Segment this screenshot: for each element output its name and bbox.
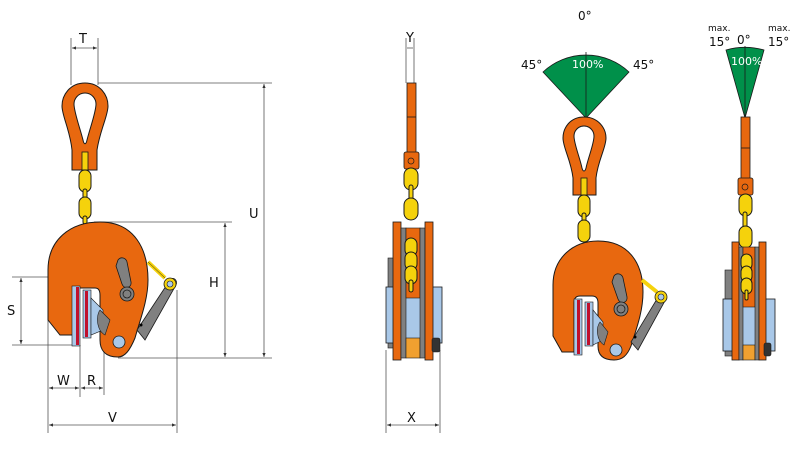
angle-label-right: 45° [633,58,654,72]
dim-label-R: R [87,374,96,389]
dim-label-Y: Y [405,31,414,46]
front-angle-view: max. 15° 0° max. 15° 100% [708,24,790,361]
front-view: Y X [385,31,443,433]
chain [78,169,92,225]
dim-label-W: W [57,374,70,389]
angle-label-left: 45° [521,58,542,72]
dim-label-U: U [249,207,259,222]
dim-label-V: V [108,411,117,426]
dimension-lines [12,38,272,433]
capacity-label-front: 100% [731,55,762,68]
capacity-label: 100% [572,58,603,71]
angle-label-right-front: 15° [768,35,789,49]
angle-label-left-front: 15° [709,35,730,49]
dim-label-X: X [407,411,416,426]
clamp-body [47,221,177,358]
angle-prefix-right: max. [768,24,790,34]
shank [406,82,417,154]
angle-label-center-front: 0° [737,33,751,47]
angle-label-center: 0° [578,9,592,23]
angle-prefix-left: max. [708,24,730,34]
dim-label-S: S [7,304,15,319]
lifting-eye [61,82,109,171]
side-view: T U H S W R V [7,32,272,433]
dim-label-H: H [209,276,219,291]
side-angle-view: 0° 45° 45° 100% [521,9,668,361]
dim-label-T: T [78,32,87,47]
